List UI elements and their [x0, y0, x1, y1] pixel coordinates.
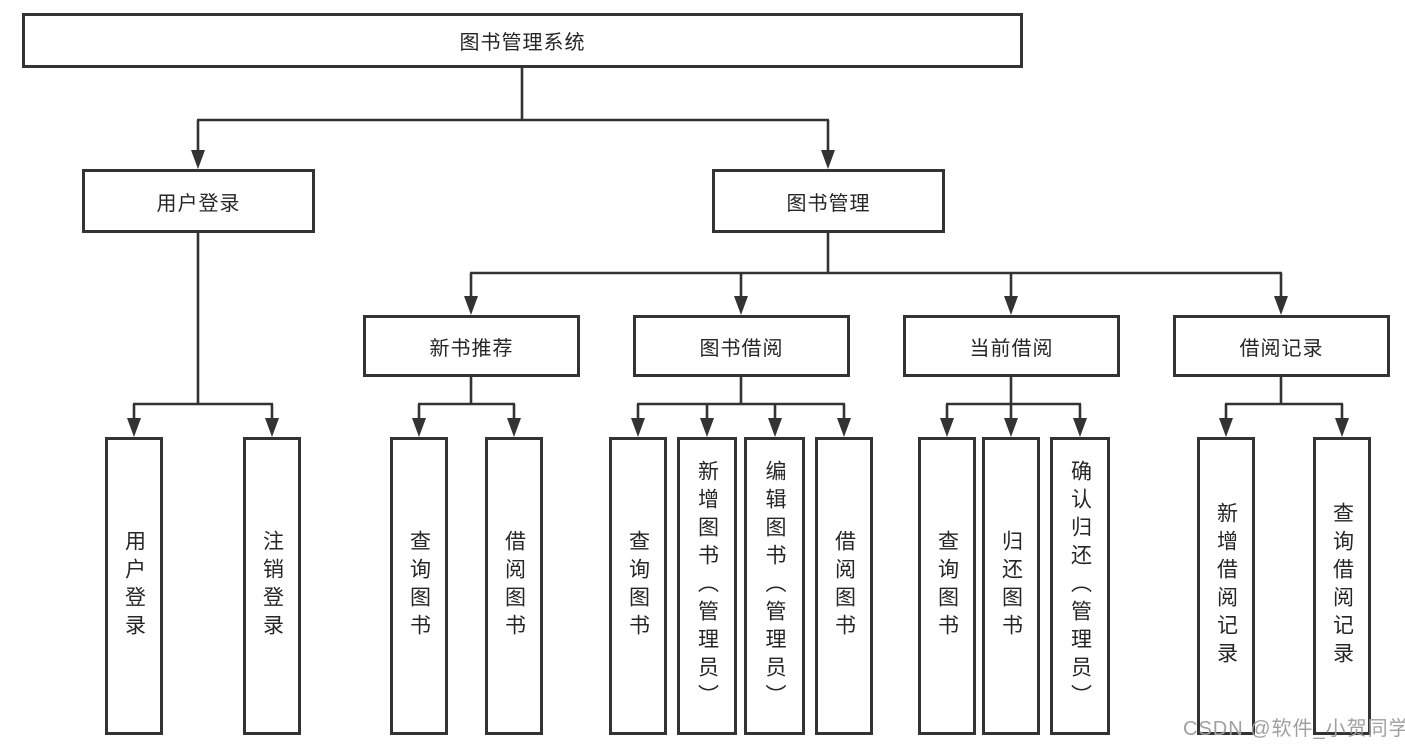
arrowhead-icon: [700, 418, 714, 437]
leaf-query-borrow-record: 查询借阅记录: [1313, 437, 1371, 735]
node-current-borrow: 当前借阅: [903, 315, 1120, 377]
arrowhead-icon: [507, 418, 521, 437]
node-book-borrow: 图书借阅: [633, 315, 850, 377]
leaf-borrow-books: 借阅图书: [485, 437, 543, 735]
leaf-confirm-return-admin: 确认归还（管理员）: [1050, 437, 1110, 735]
leaf-add-borrow-record: 新增借阅记录: [1197, 437, 1255, 735]
leaf-label: 查询图书: [407, 530, 431, 642]
leaf-edit-book-admin: 编辑图书（管理员）: [744, 437, 805, 735]
arrowhead-icon: [1004, 418, 1018, 437]
arrowhead-icon: [1335, 418, 1349, 437]
leaf-add-book-admin: 新增图书（管理员）: [677, 437, 737, 735]
arrowhead-icon: [940, 418, 954, 437]
leaf-label: 编辑图书（管理员）: [763, 460, 786, 712]
leaf-label: 查询借阅记录: [1330, 502, 1354, 670]
arrowhead-icon: [412, 418, 426, 437]
arrowhead-icon: [265, 418, 279, 437]
leaf-label: 查询图书: [935, 530, 959, 642]
node-user-login: 用户登录: [82, 169, 315, 233]
arrowhead-icon: [1274, 296, 1288, 315]
leaf-label: 新增借阅记录: [1214, 502, 1238, 670]
leaf-label: 新增图书（管理员）: [695, 460, 719, 712]
arrowhead-icon: [734, 296, 748, 315]
arrowhead-icon: [768, 418, 782, 437]
node-new-book-recommend: 新书推荐: [363, 315, 580, 377]
leaf-query-books: 查询图书: [609, 437, 667, 735]
arrowhead-icon: [1219, 418, 1233, 437]
node-root: 图书管理系统: [22, 13, 1023, 68]
arrowhead-icon: [821, 150, 835, 169]
leaf-borrow-books: 借阅图书: [815, 437, 873, 735]
leaf-label: 查询图书: [626, 530, 650, 642]
leaf-query-books: 查询图书: [390, 437, 448, 735]
leaf-label: 归还图书: [999, 530, 1023, 642]
leaf-user-login: 用户登录: [105, 437, 163, 735]
node-book-management: 图书管理: [712, 169, 945, 233]
node-borrow-records: 借阅记录: [1173, 315, 1390, 377]
arrowhead-icon: [631, 418, 645, 437]
arrowhead-icon: [837, 418, 851, 437]
leaf-label: 确认归还（管理员）: [1068, 460, 1092, 712]
arrowhead-icon: [464, 296, 478, 315]
leaf-query-books: 查询图书: [918, 437, 976, 735]
arrowhead-icon: [191, 150, 205, 169]
watermark: CSDN @软件_小贺同学: [1183, 718, 1405, 740]
leaf-return-book: 归还图书: [982, 437, 1040, 735]
arrowhead-icon: [1073, 418, 1087, 437]
leaf-label: 借阅图书: [832, 530, 856, 642]
leaf-label: 用户登录: [122, 530, 146, 642]
arrowhead-icon: [1004, 296, 1018, 315]
arrowhead-icon: [127, 418, 141, 437]
leaf-label: 注销登录: [260, 530, 284, 642]
leaf-label: 借阅图书: [502, 530, 526, 642]
leaf-logout: 注销登录: [243, 437, 301, 735]
